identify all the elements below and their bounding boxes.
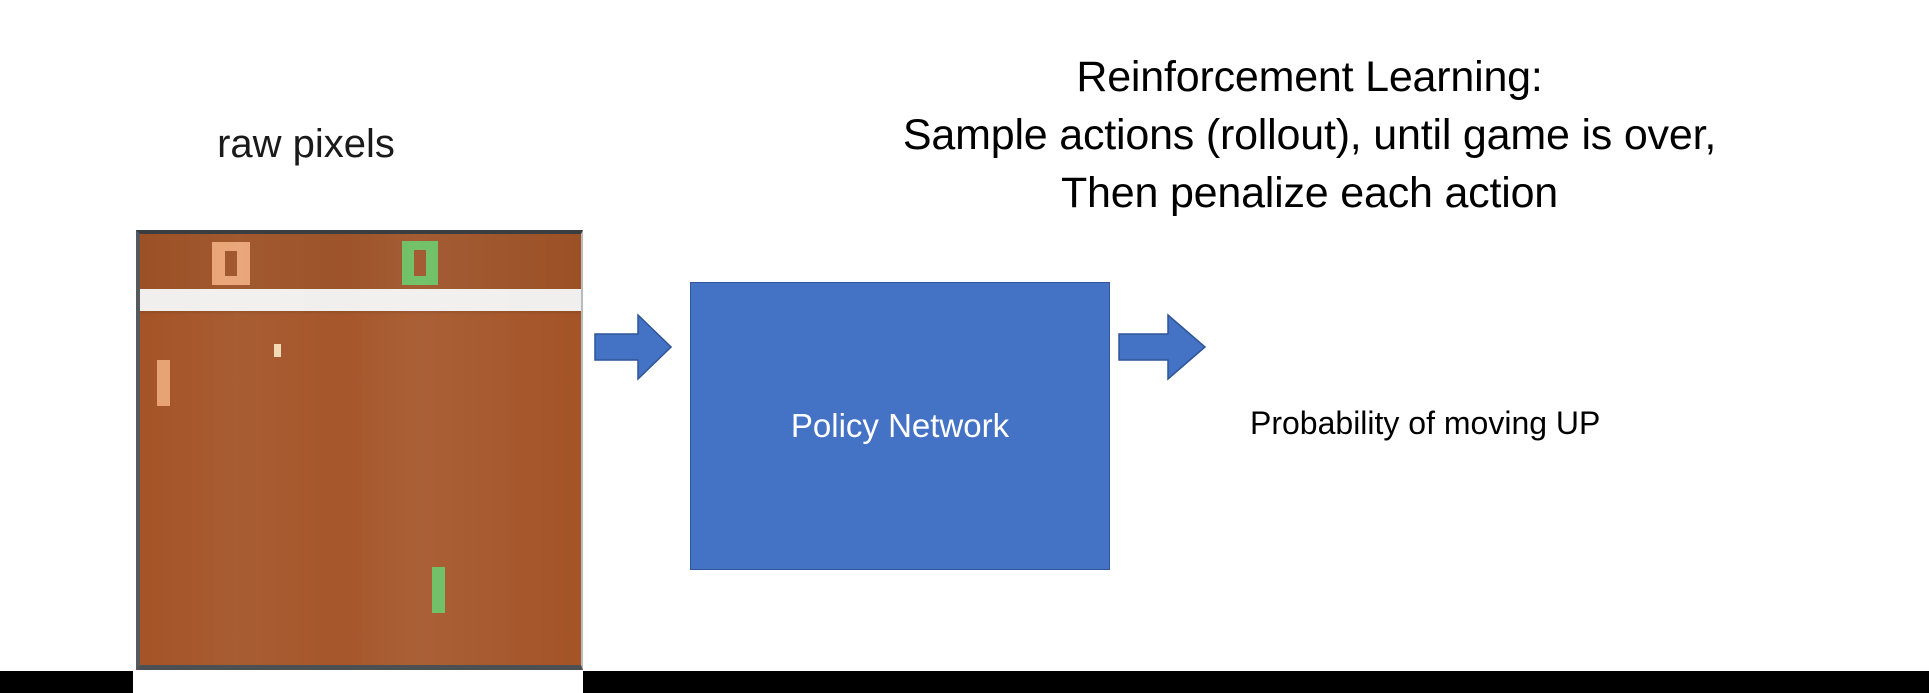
- title-line-3: Then penalize each action: [1060, 169, 1559, 217]
- pong-divider-line: [140, 289, 581, 311]
- bottom-bar-left-segment: [0, 671, 133, 693]
- bottom-bar: [0, 671, 1929, 693]
- policy-network-box: Policy Network: [690, 282, 1110, 570]
- pong-score-band: [140, 234, 581, 289]
- pong-right-paddle: [432, 567, 445, 613]
- policy-network-label: Policy Network: [790, 407, 1010, 444]
- raw-pixels-label: raw pixels: [217, 122, 395, 166]
- pong-ball: [274, 344, 281, 357]
- arrow-right-icon-input: [594, 312, 672, 382]
- pong-game-screenshot: [136, 230, 583, 670]
- output-probability-label: Probability of moving UP: [1250, 405, 1601, 441]
- pong-right-score: [402, 241, 438, 285]
- page-title: Reinforcement Learning: Sample actions (…: [690, 48, 1929, 222]
- arrow-right-icon-output: [1118, 312, 1206, 382]
- pong-left-score: [212, 242, 250, 285]
- title-line-1: Reinforcement Learning:: [1076, 53, 1543, 101]
- pong-left-paddle: [157, 360, 170, 406]
- title-line-2: Sample actions (rollout), until game is …: [902, 111, 1717, 159]
- bottom-bar-gap: [133, 671, 583, 693]
- pong-court: [140, 234, 581, 665]
- bottom-bar-right-segment: [583, 671, 1929, 693]
